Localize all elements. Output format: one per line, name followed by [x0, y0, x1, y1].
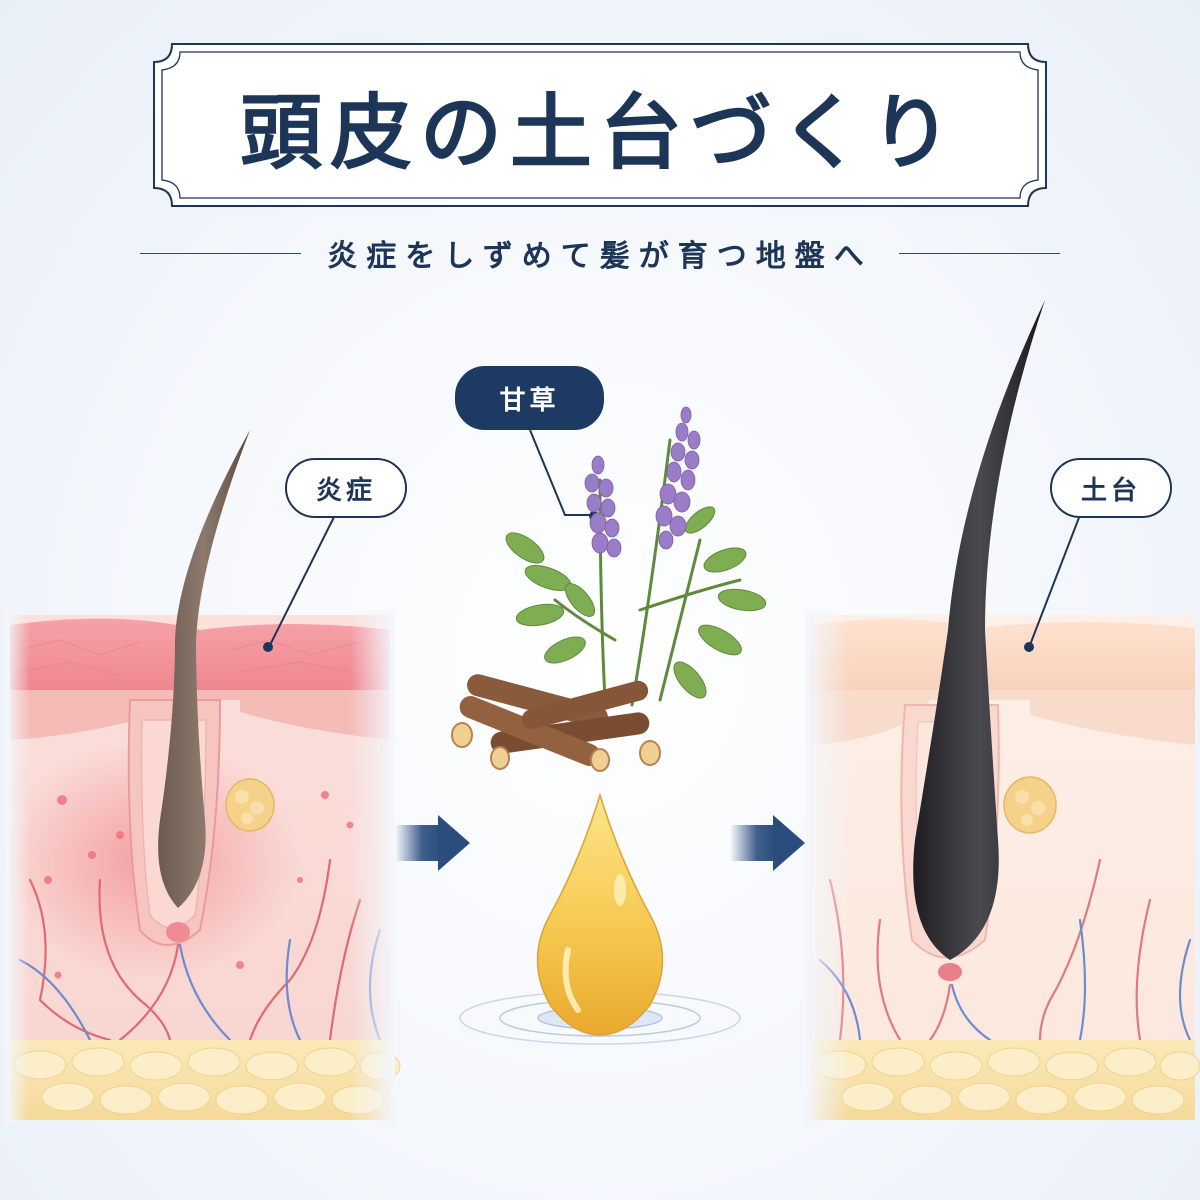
oil-drop-icon: [459, 792, 741, 1045]
oil-gland-left: [225, 778, 275, 832]
label-herb: 甘草: [455, 366, 604, 430]
licorice-plant-icon: [451, 406, 767, 772]
arrow-right-icon: [395, 815, 470, 871]
inflamed-callout-line: [263, 514, 336, 652]
licorice-roots: [451, 674, 661, 772]
subtitle-rule-right: [898, 252, 1060, 254]
label-foundation: 土台: [1050, 458, 1172, 518]
subtitle-rule-left: [140, 252, 302, 254]
arrow-right-icon: [730, 815, 805, 871]
subtitle: 炎症をしずめて髪が育つ地盤へ: [327, 239, 873, 274]
inflamed-scalp-section: [0, 430, 401, 1125]
oil-gland-right: [1003, 776, 1057, 834]
title-frame: 頭皮の土台づくり: [150, 40, 1050, 210]
ornamental-frame: [153, 43, 1047, 207]
healthy-scalp-section: [805, 300, 1200, 1125]
foundation-callout-line: [1024, 514, 1081, 652]
page-title: 頭皮の土台づくり: [239, 84, 960, 181]
label-inflamed: 炎症: [285, 458, 407, 518]
subtitle-row: 炎症をしずめて髪が育つ地盤へ: [140, 228, 1060, 278]
